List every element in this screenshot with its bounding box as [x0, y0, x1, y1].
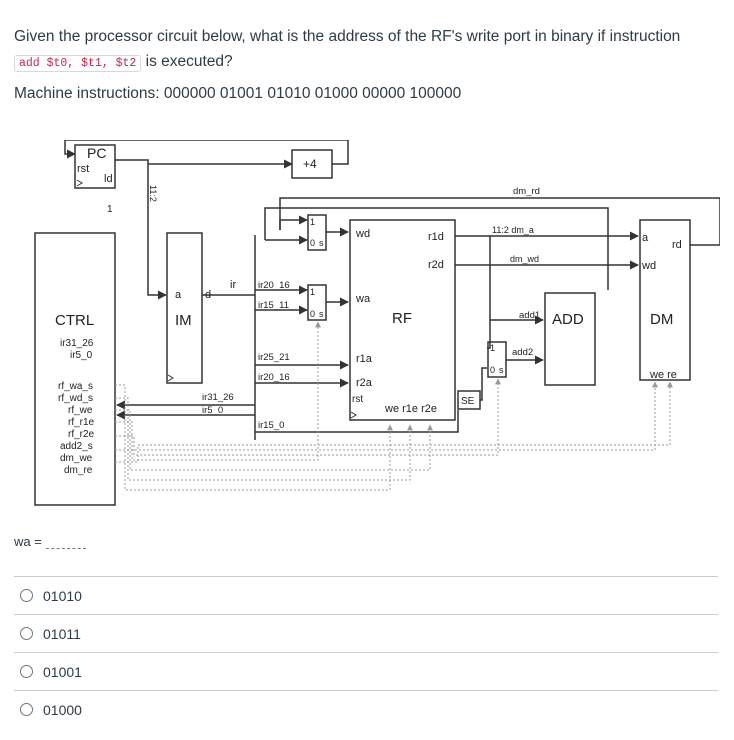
ir31-26-label: ir31_26: [202, 392, 234, 403]
rf-r1d-label: r1d: [428, 231, 444, 243]
wa-prompt-label: wa =: [14, 534, 42, 549]
add-label: ADD: [552, 311, 584, 328]
bits-11-2-label: 11:2: [148, 185, 158, 202]
pc-ld-one: 1: [107, 204, 113, 215]
rf-wd-label: wd: [355, 228, 370, 240]
pc-label: PC: [87, 145, 106, 161]
instruction-code: add $t0, $t1, $t2: [14, 55, 142, 72]
wa-blank: [45, 536, 86, 549]
mux-wd-s: s: [319, 238, 324, 248]
rf-label: RF: [392, 310, 412, 327]
add1-label: add1: [519, 310, 540, 321]
sig-dm-rd: dm_rd: [513, 186, 540, 197]
pc-rst-label: rst: [77, 163, 89, 175]
mux-wa-s: s: [319, 309, 324, 319]
ctrl-out-rf-wd-s: rf_wd_s: [58, 393, 93, 404]
dm-were-label: we re: [649, 369, 677, 381]
dm-label: DM: [650, 311, 673, 328]
answer-option[interactable]: 01000: [14, 690, 718, 728]
ir-label: ir: [230, 279, 236, 291]
mux-add2-s: s: [499, 365, 504, 375]
mux-wa-1: 1: [310, 287, 315, 297]
im-d-label: d: [205, 289, 211, 301]
answer-label: 01011: [43, 625, 81, 642]
ir15-0-label: ir15_0: [258, 420, 284, 431]
pc-ld-label: ld: [104, 173, 113, 185]
ctrl-out-add2-s: add2_s: [60, 441, 93, 452]
im-label: IM: [175, 312, 192, 329]
answer-option[interactable]: 01010: [14, 576, 718, 614]
rf-wa-label: wa: [355, 293, 371, 305]
radio-button[interactable]: [20, 627, 33, 640]
dm-wd-label: wd: [641, 260, 656, 272]
im-block: [166, 232, 203, 384]
sig-dm-wd: dm_wd: [510, 254, 539, 264]
machine-instructions: Machine instructions: 000000 01001 01010…: [14, 85, 462, 102]
add-block: [544, 292, 596, 386]
wa-prompt: wa =: [14, 534, 86, 549]
mux-wa-0: 0: [310, 309, 315, 319]
ctrl-label: CTRL: [55, 312, 94, 329]
ctrl-block: [34, 232, 116, 506]
ctrl-out-rf-we: rf_we: [68, 405, 93, 416]
ctrl-out-rf-r1e: rf_r1e: [68, 417, 95, 428]
question-text-before: Given the processor circuit below, what …: [14, 28, 681, 45]
answer-option[interactable]: 01001: [14, 652, 718, 690]
mux-wd-0: 0: [310, 238, 315, 248]
answer-label: 01000: [43, 701, 82, 718]
ctrl-out-rf-r2e: rf_r2e: [68, 429, 95, 440]
ir25-21-label: ir25_21: [258, 352, 290, 363]
ir5-0-label: ir5_0: [202, 405, 223, 416]
ctrl-out-rf-wa-s: rf_wa_s: [58, 381, 93, 392]
rf-r2a-label: r2a: [356, 377, 373, 389]
add2-label: add2: [512, 347, 533, 358]
plus4-label: +4: [303, 157, 317, 171]
sig-dm-a: 11:2 dm_a: [492, 225, 534, 235]
rf-r2d-label: r2d: [428, 259, 444, 271]
se-label: SE: [461, 396, 475, 407]
question-text: Given the processor circuit below, what …: [14, 24, 720, 76]
rf-ctrl-label: we r1e r2e: [384, 403, 437, 415]
answer-label: 01010: [43, 587, 82, 604]
processor-diagram: PC rst ld 1 11:2 +4 CTRL ir31_26 ir5_0 r…: [34, 140, 720, 506]
mux-add2-0: 0: [490, 365, 495, 375]
rf-rst-label: rst: [352, 394, 363, 405]
dm-a-label: a: [642, 232, 649, 244]
rf-block: [349, 219, 456, 421]
ctrl-out-dm-we: dm_we: [60, 453, 93, 464]
pc-register: [74, 144, 116, 189]
mux-add2-1: 1: [490, 343, 495, 353]
im-a-label: a: [175, 289, 182, 301]
mux-wd-1: 1: [310, 217, 315, 227]
ir15-11-label: ir15_11: [258, 300, 289, 311]
answer-option[interactable]: 01011: [14, 614, 718, 652]
rf-r1a-label: r1a: [356, 353, 373, 365]
dm-block: [639, 219, 691, 381]
answer-label: 01001: [43, 663, 82, 680]
ir20-16b-label: ir20_16: [258, 372, 290, 383]
question-text-after: is executed?: [145, 53, 233, 70]
radio-button[interactable]: [20, 589, 33, 602]
dm-rd-label: rd: [672, 239, 682, 251]
radio-button[interactable]: [20, 703, 33, 716]
radio-button[interactable]: [20, 665, 33, 678]
ir20-16-label: ir20_16: [258, 280, 290, 291]
ctrl-in1-label: ir31_26: [60, 338, 94, 349]
ctrl-out-dm-re: dm_re: [64, 465, 93, 476]
answer-list: 01010 01011 01001 01000: [14, 576, 718, 728]
ctrl-in2-label: ir5_0: [70, 350, 93, 361]
